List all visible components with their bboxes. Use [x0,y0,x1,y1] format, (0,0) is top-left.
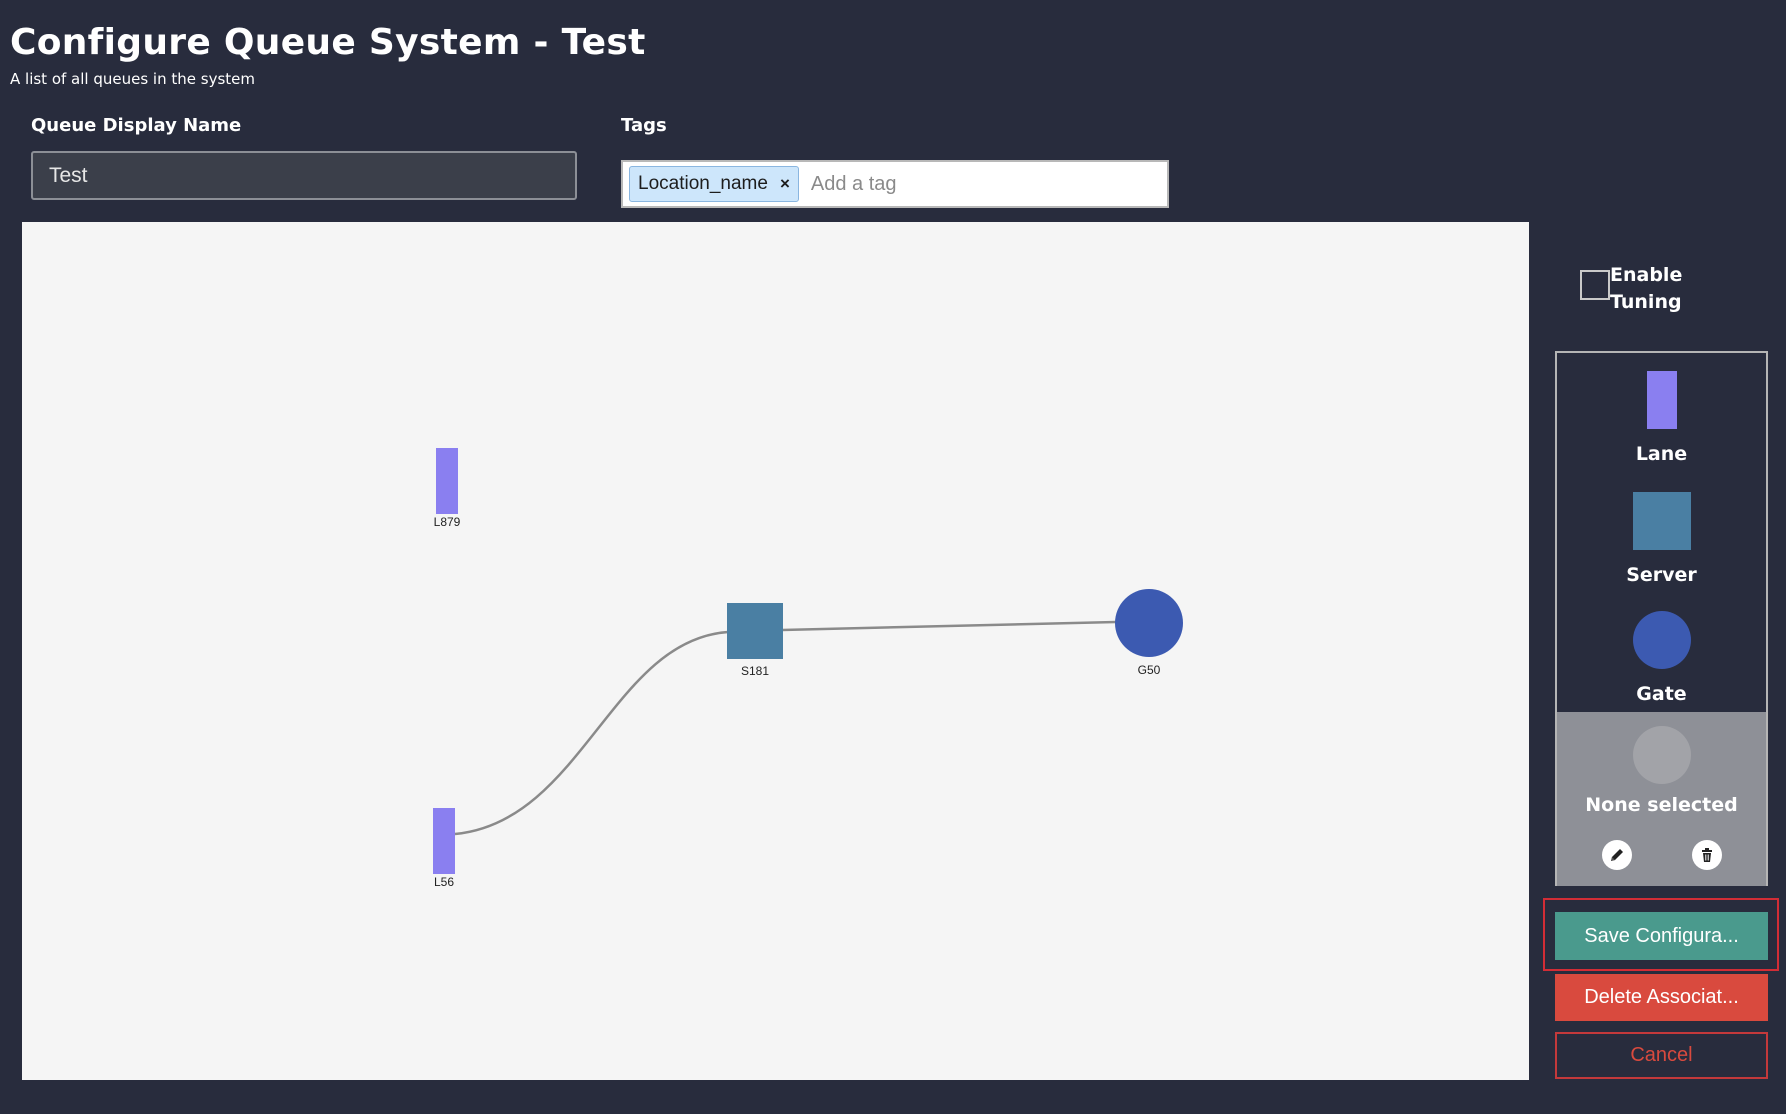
tags-label: Tags [621,115,667,136]
palette-item-gate[interactable]: Gate [1557,611,1766,705]
page-subtitle: A list of all queues in the system [10,70,255,88]
lane-node-l879[interactable] [436,448,458,514]
gate-node-g50[interactable] [1115,589,1183,657]
save-button-highlight [1543,898,1779,971]
server-node-s181[interactable] [727,603,783,659]
lane-node-l56[interactable] [433,808,455,874]
node-label-l56: L56 [434,875,454,889]
page-title: Configure Queue System - Test [10,22,646,63]
node-label-s181: S181 [741,664,769,678]
palette-label-gate: Gate [1636,683,1687,705]
gate-shape-icon [1632,611,1691,669]
palette-label-server: Server [1626,564,1697,586]
tag-chip: Location_name × [629,166,799,202]
edit-node-button[interactable] [1602,840,1632,870]
selection-label: None selected [1585,794,1738,816]
server-shape-icon [1632,492,1691,550]
save-configuration-button[interactable]: Save Configura... [1555,912,1768,960]
node-palette: Lane Server Gate None selected [1555,351,1768,886]
trash-icon [1702,848,1712,862]
palette-item-lane[interactable]: Lane [1557,371,1766,465]
palette-label-lane: Lane [1635,443,1688,465]
enable-tuning: Enable Tuning [1580,262,1690,316]
delete-associations-button[interactable]: Delete Associat... [1555,974,1768,1021]
delete-node-button[interactable] [1692,840,1722,870]
queue-canvas[interactable]: L879 L56 S181 G50 [22,222,1529,1080]
tag-input[interactable] [808,171,1113,197]
lane-shape-icon [1646,371,1677,429]
cancel-button[interactable]: Cancel [1555,1032,1768,1079]
tags-field[interactable]: Location_name × [621,160,1169,208]
tag-chip-label: Location_name [638,173,768,194]
enable-tuning-label: Enable Tuning [1610,264,1683,313]
queue-graph[interactable]: L879 L56 S181 G50 [22,222,1529,1080]
enable-tuning-checkbox[interactable] [1580,270,1610,300]
queue-name-input[interactable] [31,151,577,200]
edge-s181-g50 [781,620,1117,632]
selection-panel: None selected [1557,712,1766,886]
node-label-g50: G50 [1138,663,1161,677]
edge-l56-s181 [454,630,729,836]
node-label-l879: L879 [434,515,461,529]
no-selection-placeholder-icon [1633,726,1691,784]
palette-item-server[interactable]: Server [1557,492,1766,586]
queue-name-label: Queue Display Name [31,115,242,136]
tag-remove-icon[interactable]: × [779,174,790,193]
pencil-icon [1611,849,1623,861]
